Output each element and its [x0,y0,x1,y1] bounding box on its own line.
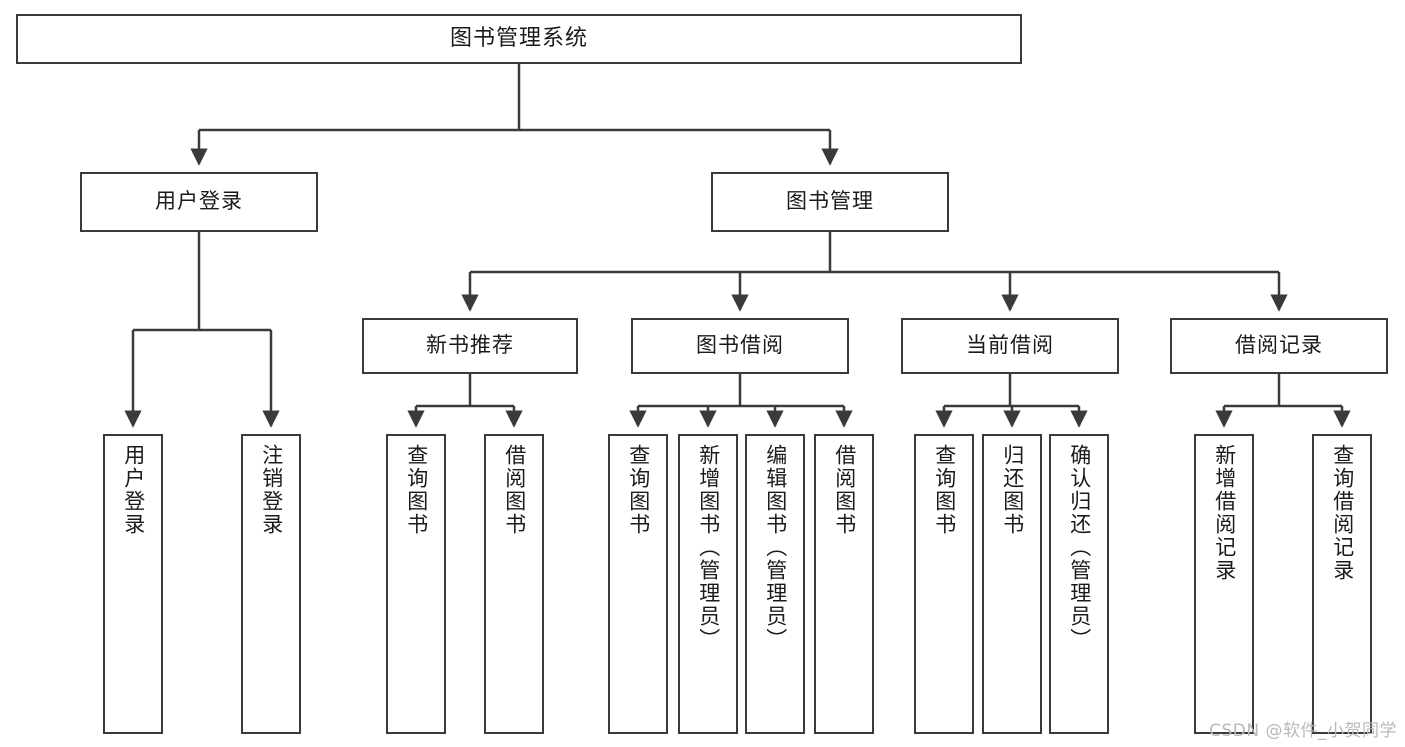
leaf-edit-book-admin[interactable]: 编辑图书（管理员） [745,434,805,734]
leaf-borrow-book-label: 借阅图书 [832,444,857,536]
leaf-borrow-book[interactable]: 借阅图书 [814,434,874,734]
leaf-query-borrow-record-label: 查询借阅记录 [1330,444,1355,582]
node-user-login[interactable]: 用户登录 [80,172,318,232]
leaf-query-borrow-record[interactable]: 查询借阅记录 [1312,434,1372,734]
node-book-management-label: 图书管理 [786,189,874,214]
leaf-user-login[interactable]: 用户登录 [103,434,163,734]
node-book-borrow-label: 图书借阅 [696,333,784,358]
leaf-add-borrow-record[interactable]: 新增借阅记录 [1194,434,1254,734]
leaf-query-book-recommend[interactable]: 查询图书 [386,434,446,734]
leaf-borrow-book-recommend-label: 借阅图书 [502,444,527,536]
leaf-confirm-return-admin-label: 确认归还（管理员） [1067,444,1092,651]
leaf-query-book-current[interactable]: 查询图书 [914,434,974,734]
leaf-add-book-admin[interactable]: 新增图书（管理员） [678,434,738,734]
leaf-query-book-borrow-label: 查询图书 [626,444,651,536]
leaf-borrow-book-recommend[interactable]: 借阅图书 [484,434,544,734]
node-borrow-record[interactable]: 借阅记录 [1170,318,1388,374]
node-new-book-recommend[interactable]: 新书推荐 [362,318,578,374]
node-current-borrow[interactable]: 当前借阅 [901,318,1119,374]
node-new-book-recommend-label: 新书推荐 [426,333,514,358]
node-user-login-label: 用户登录 [155,189,243,214]
node-book-borrow[interactable]: 图书借阅 [631,318,849,374]
node-current-borrow-label: 当前借阅 [966,333,1054,358]
node-root-label: 图书管理系统 [449,25,588,51]
leaf-query-book-recommend-label: 查询图书 [404,444,429,536]
leaf-return-book-label: 归还图书 [1000,444,1025,536]
node-book-management[interactable]: 图书管理 [711,172,949,232]
leaf-user-login-label: 用户登录 [121,444,146,536]
node-borrow-record-label: 借阅记录 [1235,333,1323,358]
leaf-logout-label: 注销登录 [259,444,284,536]
leaf-logout[interactable]: 注销登录 [241,434,301,734]
leaf-confirm-return-admin[interactable]: 确认归还（管理员） [1049,434,1109,734]
watermark: CSDN @软件_小贺同学 [1209,721,1397,741]
leaf-query-book-borrow[interactable]: 查询图书 [608,434,668,734]
node-root[interactable]: 图书管理系统 [16,14,1022,64]
leaf-query-book-current-label: 查询图书 [932,444,957,536]
leaf-return-book[interactable]: 归还图书 [982,434,1042,734]
leaf-add-borrow-record-label: 新增借阅记录 [1212,444,1237,582]
leaf-edit-book-admin-label: 编辑图书（管理员） [763,444,788,651]
leaf-add-book-admin-label: 新增图书（管理员） [696,444,721,651]
